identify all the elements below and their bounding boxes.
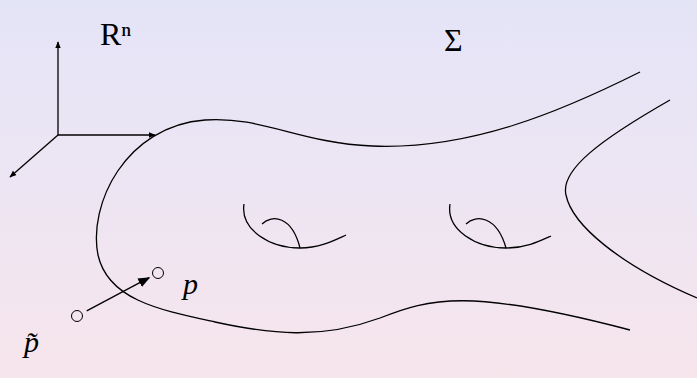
surface-right-edge <box>565 100 697 298</box>
axis-diagonal <box>10 135 58 177</box>
mapping-arrow <box>87 278 149 311</box>
axis-right <box>58 134 155 135</box>
handle-2-inner <box>466 219 506 248</box>
point-marker: p <box>152 267 164 279</box>
handle-1 <box>244 204 346 248</box>
handle-1-inner <box>262 219 300 248</box>
handle-2 <box>450 204 551 248</box>
surface-outline <box>96 72 640 333</box>
axis-up <box>57 42 58 135</box>
point-marker: p̃ <box>71 310 83 322</box>
space-label: Rⁿ <box>100 18 131 50</box>
point-label: p <box>183 269 198 299</box>
point-label: p̃ <box>24 327 39 357</box>
surface-label: Σ <box>444 24 463 56</box>
